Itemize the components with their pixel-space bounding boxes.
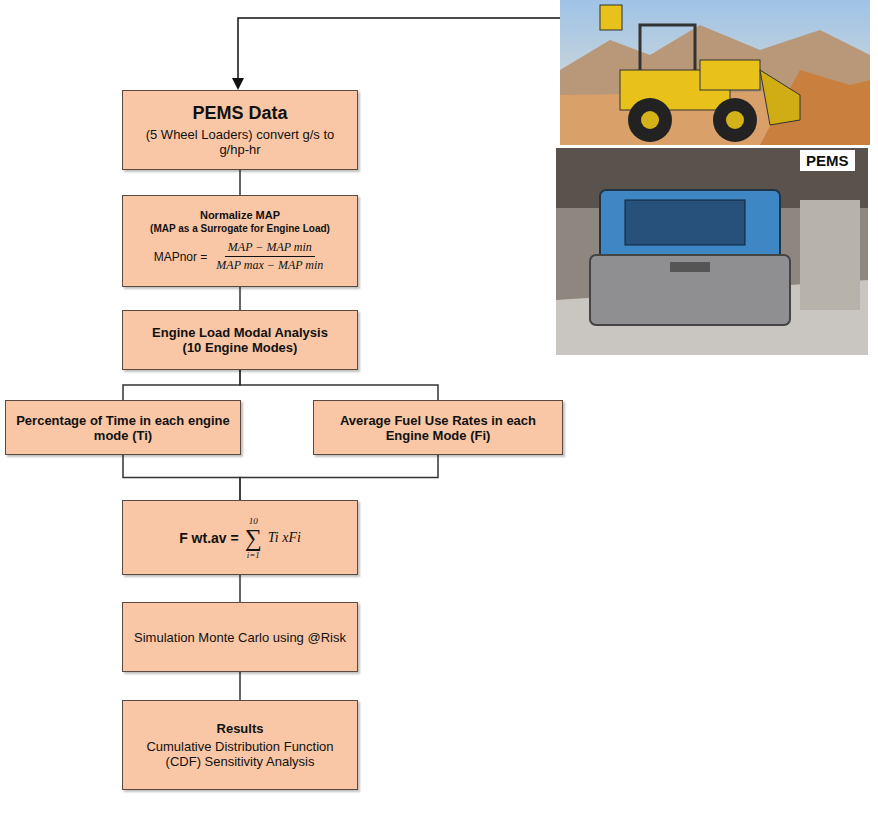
formula-row: MAPnor = MAP − MAP minMAP max − MAP min xyxy=(154,240,327,273)
connector xyxy=(239,672,241,700)
sum-sign: 10∑i=1 xyxy=(245,516,262,560)
node-text: MAPnor = xyxy=(154,250,208,264)
process-box: Simulation Monte Carlo using @Risk xyxy=(122,602,358,672)
process-box: Normalize MAP (MAP as a Surrogate for Eng… xyxy=(122,195,358,287)
connector xyxy=(239,575,241,602)
loader-photo xyxy=(560,0,870,145)
connector xyxy=(123,455,240,500)
photo-label: PEMS xyxy=(800,150,855,171)
node-text: Ti xFi xyxy=(268,530,301,546)
photo-arrow xyxy=(238,18,560,88)
node-text: Engine Load Modal Analysis xyxy=(152,325,328,340)
process-box: F wt.av = 10∑i=1 Ti xFi xyxy=(122,500,358,575)
node-text: (MAP as a Surrogate for Engine Load) xyxy=(150,223,330,234)
node-text: Cumulative Distribution Function (CDF) S… xyxy=(131,739,349,769)
fraction: MAP − MAP minMAP max − MAP min xyxy=(213,240,326,273)
node-text: Percentage of Time in each engine mode (… xyxy=(14,413,232,443)
process-box: Engine Load Modal Analysis(10 Engine Mod… xyxy=(122,310,358,370)
connector xyxy=(240,455,438,500)
node-text: Average Fuel Use Rates in each Engine Mo… xyxy=(322,413,554,443)
node-text: ∑ xyxy=(245,526,262,550)
node-text: 10 xyxy=(249,516,258,526)
node-text: PEMS Data xyxy=(192,103,287,124)
node-text: MAP max − MAP min xyxy=(213,257,326,273)
process-box: Percentage of Time in each engine mode (… xyxy=(5,400,241,455)
connector xyxy=(239,287,241,310)
node-text: i=1 xyxy=(247,550,260,560)
node-text: F wt.av = xyxy=(179,530,239,546)
node-text: MAP − MAP min xyxy=(225,240,315,257)
formula-row: F wt.av = 10∑i=1 Ti xFi xyxy=(179,516,301,560)
process-box: PEMS Data (5 Wheel Loaders) convert g/s t… xyxy=(122,90,358,170)
connector xyxy=(240,370,438,400)
node-text: (10 Engine Modes) xyxy=(183,340,298,355)
process-box: ResultsCumulative Distribution Function … xyxy=(122,700,358,790)
node-text: (5 Wheel Loaders) convert g/s to g/hp-hr xyxy=(131,127,349,157)
connector xyxy=(123,370,240,400)
process-box: Average Fuel Use Rates in each Engine Mo… xyxy=(313,400,563,455)
pems-photo xyxy=(556,148,868,355)
node-text: Simulation Monte Carlo using @Risk xyxy=(134,630,346,645)
connector xyxy=(239,170,241,195)
node-text: Results xyxy=(217,721,264,736)
node-text: Normalize MAP xyxy=(200,209,280,221)
